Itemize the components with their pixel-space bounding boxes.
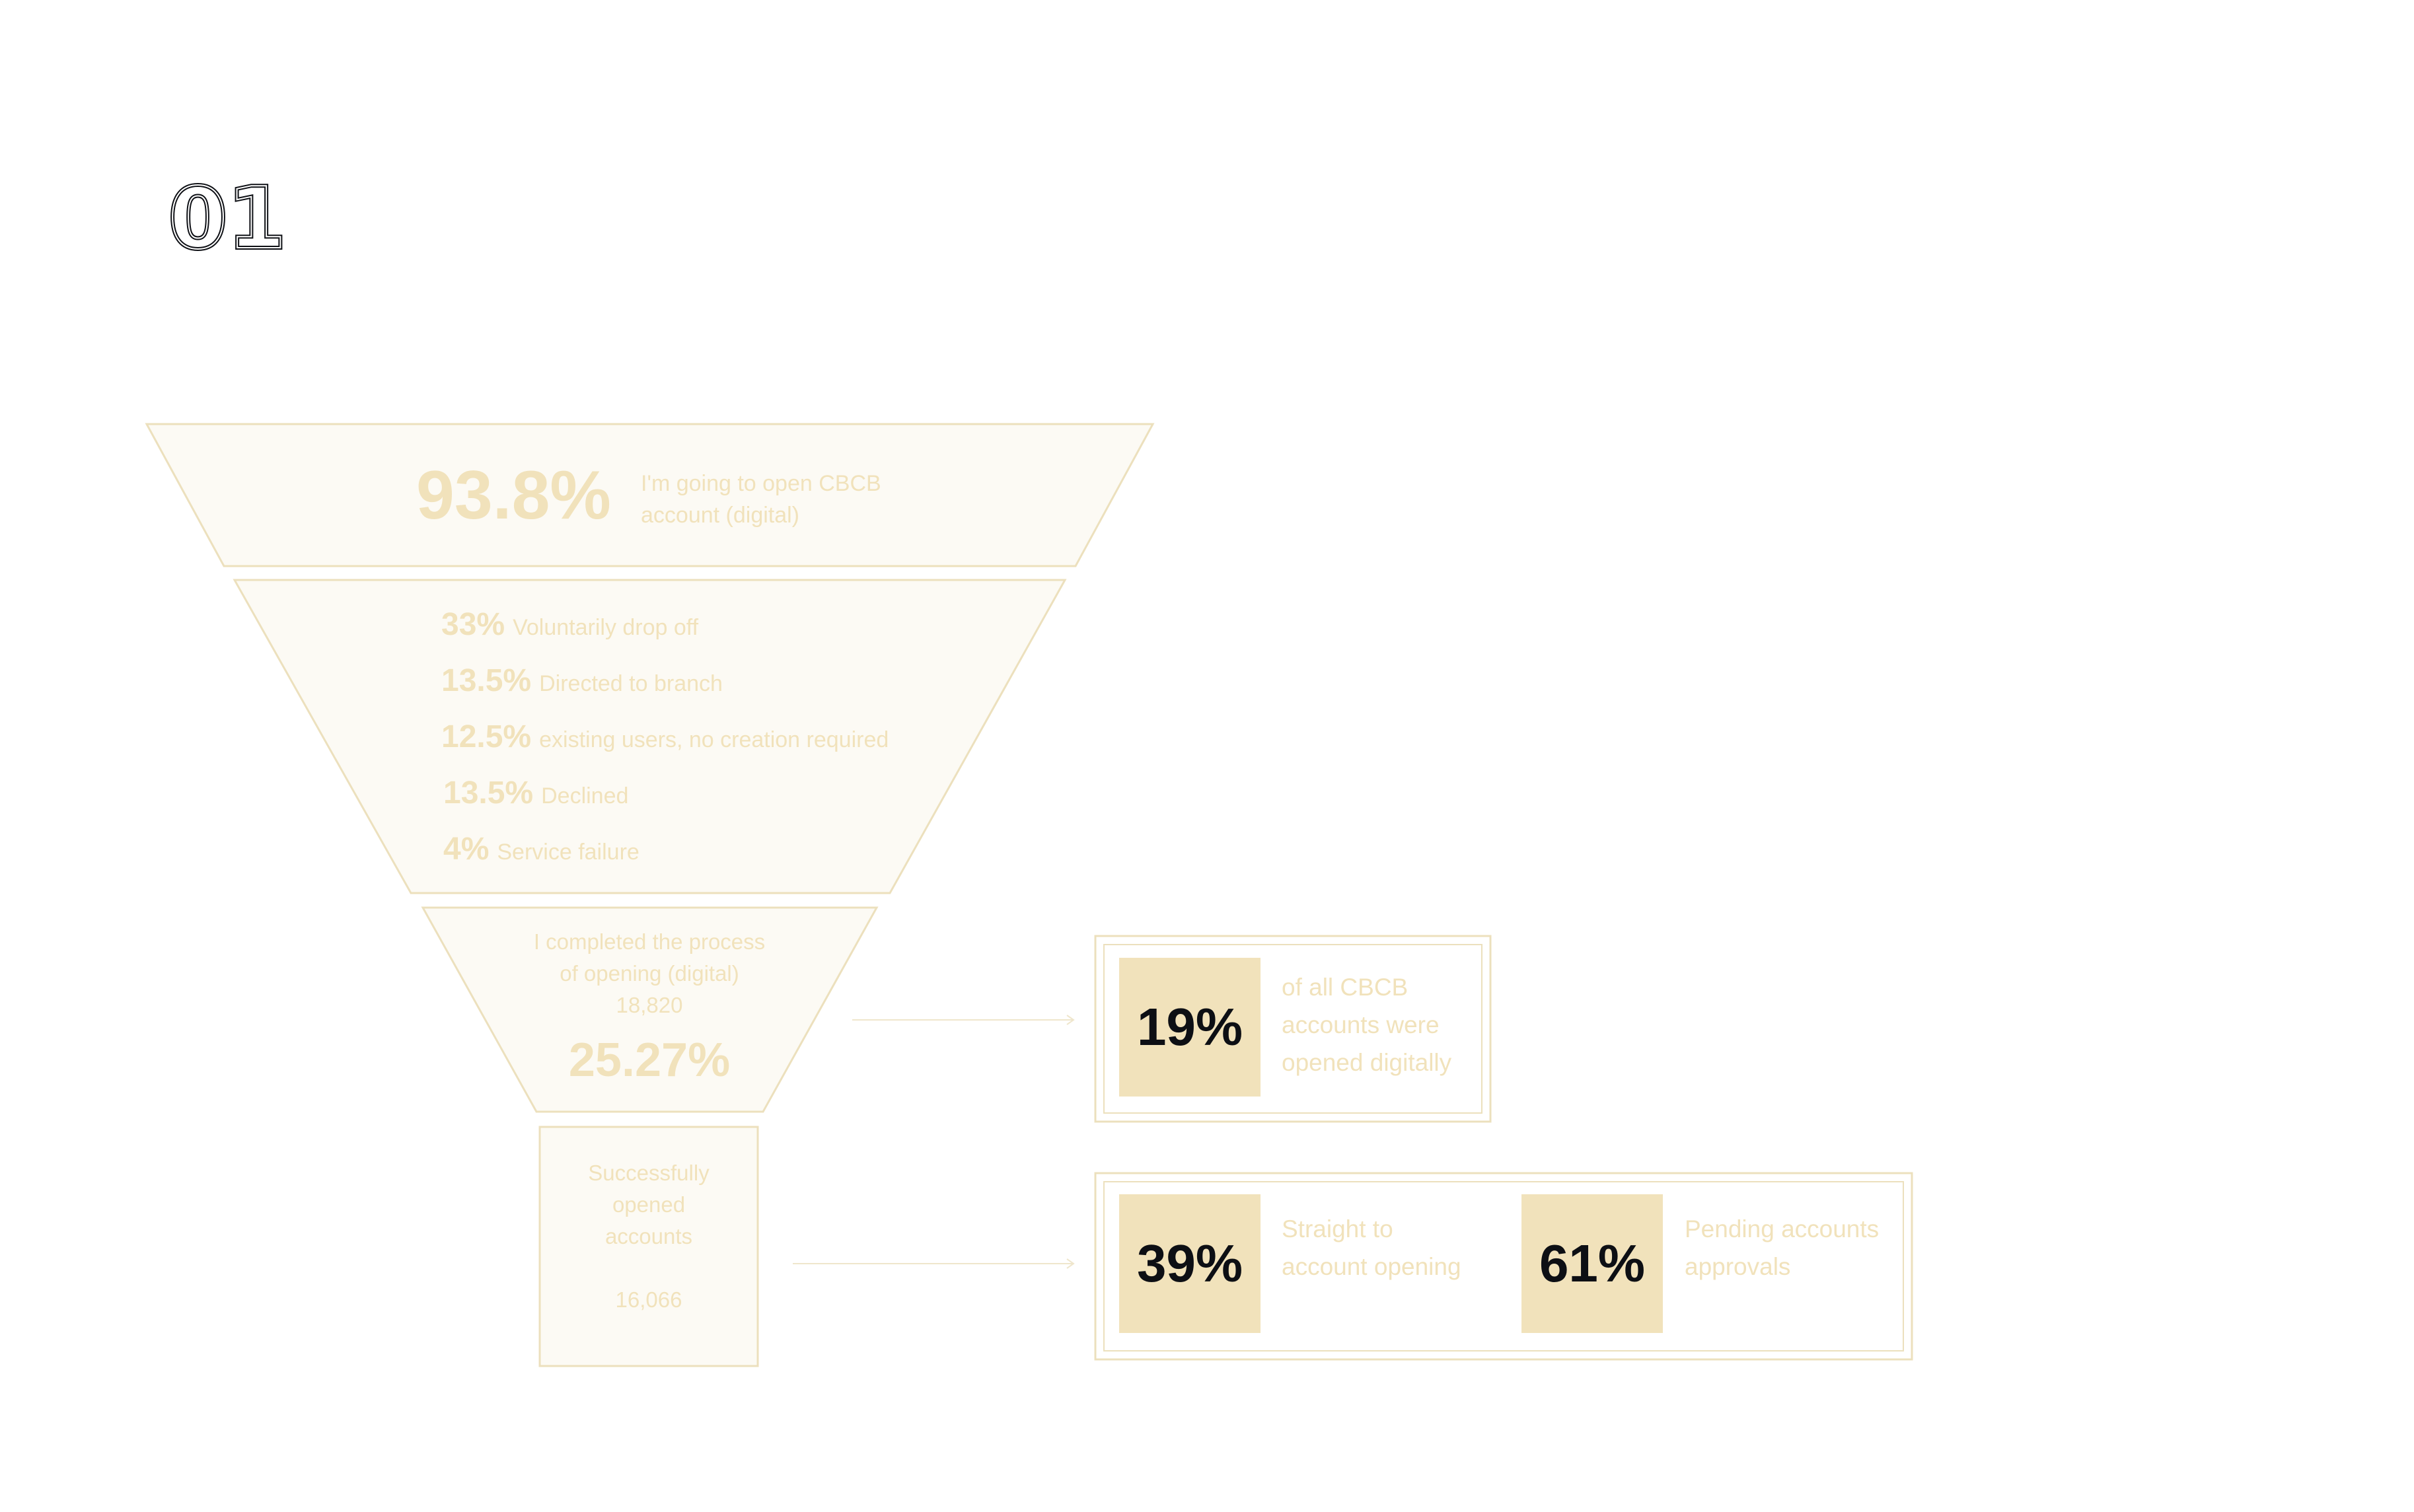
stage1-percent: 93.8% (416, 457, 611, 534)
funnel-stage-2-shape (233, 579, 1067, 894)
stage4-line3: accounts (604, 1224, 693, 1248)
dropoff-row-label: Voluntarily drop off (513, 615, 699, 640)
funnel-stage-4-shape (538, 1126, 759, 1367)
dropoff-row: 12.5% existing users, no creation require… (441, 719, 889, 755)
callout2-right-line2: approvals (1685, 1253, 1791, 1280)
dropoff-row-label: Service failure (497, 840, 640, 865)
stage3-line1: I completed the process (533, 929, 766, 954)
stage1-label-line2: account (digital) (641, 503, 800, 528)
stage4-line2: opened (612, 1192, 686, 1217)
callout-2-frame-inner (1103, 1181, 1904, 1351)
dropoff-row-percent: 13.5% (441, 663, 532, 698)
dropoff-row-label: Declined (541, 783, 629, 809)
dropoff-row-label: Directed to branch (539, 671, 723, 696)
section-number-logo: 01 01 (168, 178, 287, 258)
stage3-count: 18,820 (616, 993, 683, 1017)
dropoff-row-percent: 33% (441, 607, 505, 642)
callout2-left-percent: 39% (1136, 1234, 1243, 1293)
callout2-right-text: Pending accounts approvals (1685, 1210, 1879, 1285)
funnel-stage-3-shape (421, 906, 879, 1113)
section-number: 01 (168, 178, 286, 258)
funnel-stage-1-shape (145, 423, 1155, 567)
dropoff-row-percent: 4% (443, 832, 490, 867)
callout2-left-text: Straight to account opening (1282, 1210, 1461, 1285)
dropoff-row: 13.5% Declined (443, 775, 628, 811)
stage4-line1: Successfully (588, 1161, 710, 1185)
callout1-line3: opened digitally (1282, 1049, 1452, 1076)
dropoff-row: 33% Voluntarily drop off (441, 606, 698, 643)
stage4-label: Successfully opened accounts 16,066 (540, 1157, 758, 1316)
callout2-left-line1: Straight to (1282, 1215, 1393, 1242)
callout-1-frame-outer (1094, 935, 1492, 1123)
callout2-right-percent-box: 61% (1521, 1194, 1663, 1333)
dropoff-row-percent: 13.5% (443, 775, 534, 810)
section-number-inner: 01 (168, 178, 286, 258)
callout-2-frame-outer (1094, 1172, 1913, 1361)
stage4-count: 16,066 (615, 1287, 682, 1312)
callout1-percent: 19% (1136, 997, 1243, 1056)
stage3-percent: 25.27% (568, 1034, 731, 1087)
stage3-line2: of opening (digital) (560, 961, 739, 986)
dropoff-row: 13.5% Directed to branch (441, 663, 723, 699)
dropoff-row: 4% Service failure (443, 831, 640, 867)
callout1-line1: of all CBCB (1282, 974, 1408, 1001)
callout2-left-percent-box: 39% (1119, 1194, 1261, 1333)
callout-1-frame-inner (1103, 944, 1482, 1114)
callout2-left-line2: account opening (1282, 1253, 1461, 1280)
callout2-right-line1: Pending accounts (1685, 1215, 1880, 1242)
stage1-label-line1: I'm going to open CBCB (641, 471, 881, 496)
callout1-line2: accounts were (1282, 1011, 1440, 1038)
dropoff-row-label: existing users, no creation required (539, 727, 889, 752)
callout1-percent-box: 19% (1119, 958, 1261, 1097)
dropoff-row-percent: 12.5% (441, 719, 532, 754)
stage3-label: I completed the process of opening (digi… (484, 926, 815, 1021)
callout2-right-percent: 61% (1539, 1234, 1646, 1293)
callout1-text: of all CBCB accounts were opened digital… (1282, 968, 1451, 1081)
stage1-label: I'm going to open CBCB account (digital) (641, 468, 881, 531)
